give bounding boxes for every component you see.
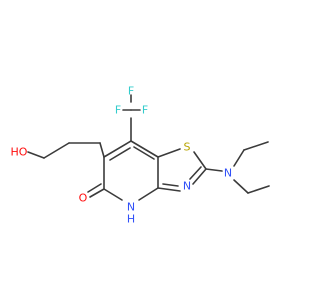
- atom-label-hydroxyl-oxygen: HO: [11, 146, 28, 159]
- bond-namine-ethyl1-ch2: [233, 149, 245, 167]
- bond-s-c2: [193, 151, 207, 170]
- bond-c7-c7a-inner: [133, 146, 155, 160]
- atom-label-thiazole-sulfur: S: [184, 141, 191, 154]
- atom-label-f3: F: [142, 104, 148, 117]
- bond-ch2b-ch2c: [43, 142, 70, 159]
- molecule-structure-diagram: F F F HO O S N N N H: [11, 85, 270, 226]
- atom-label-ring-nitrogen: N: [127, 201, 135, 214]
- bond-n4-c5: [103, 188, 123, 201]
- bond-namine-ethyl2-ch2: [233, 179, 249, 194]
- atom-label-ring-hydrogen: H: [127, 213, 135, 226]
- atom-label-f1: F: [128, 85, 134, 98]
- atom-label-carbonyl-oxygen: O: [79, 192, 88, 205]
- bond-c3a-n4: [138, 187, 159, 201]
- bond-c7-c7a: [130, 140, 159, 158]
- atom-label-thiazole-nitrogen: N: [183, 180, 191, 193]
- atom-label-amine-nitrogen: N: [224, 167, 232, 180]
- bond-c2-namine: [205, 168, 223, 172]
- bond-ch2c-oh: [27, 151, 45, 159]
- bond-c6-c7: [103, 140, 132, 158]
- atom-label-f2: F: [115, 104, 121, 117]
- bond-c5-o: [89, 188, 105, 198]
- bond-layer: [27, 94, 270, 201]
- bond-ethyl2-ch3: [247, 185, 270, 194]
- atom-label-layer: F F F HO O S N N N H: [11, 85, 233, 226]
- bond-n3-c3a: [157, 187, 181, 192]
- bond-n3-c3a-inner: [162, 183, 179, 187]
- bond-c2-n3-double: [189, 166, 202, 180]
- bond-c7a-s: [157, 148, 181, 158]
- bond-c5-o-double: [87, 183, 102, 193]
- bond-ethyl1-ch3: [243, 141, 269, 151]
- bond-c2-n3: [192, 168, 207, 185]
- bond-c6-c7-inner: [109, 147, 131, 161]
- bond-c6-ch2a: [99, 142, 105, 158]
